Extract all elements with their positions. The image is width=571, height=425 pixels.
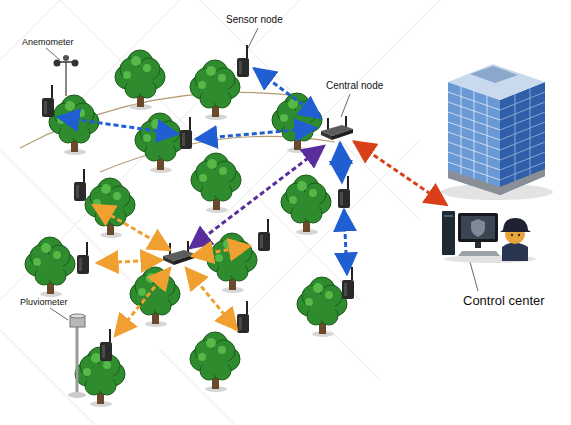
shield-icon [471, 219, 485, 237]
central-node: Central node [320, 118, 354, 142]
node-label: Central node [326, 80, 383, 91]
tree [207, 233, 257, 293]
building-roof [448, 64, 545, 100]
callout-label: Anemometer [22, 37, 74, 47]
sensor-device [100, 329, 112, 361]
dashed-arrow [196, 128, 316, 139]
pattern-line [0, 0, 420, 425]
router [163, 241, 195, 265]
leader-line [50, 308, 68, 320]
dashed-arrow [254, 68, 321, 118]
monitor-screen [461, 216, 495, 239]
gauge-rim [70, 314, 85, 318]
cup [54, 60, 61, 67]
pole [76, 326, 79, 394]
tree [190, 60, 240, 120]
tree [25, 237, 75, 297]
tree [297, 277, 347, 337]
sensor-device [180, 117, 192, 149]
office-building [441, 64, 553, 200]
dashed-arrow [58, 117, 178, 134]
window-line [515, 88, 530, 189]
tree [85, 178, 135, 238]
pattern-line [0, 0, 440, 320]
node-label: Sensor node [226, 14, 283, 25]
tree [135, 113, 185, 173]
sensor-device [42, 85, 54, 117]
sensor-device [237, 45, 249, 77]
drive-slot [444, 215, 453, 217]
sensor-device [342, 267, 354, 299]
monitor-stand [475, 242, 481, 248]
dashed-arrow [93, 205, 170, 250]
monitor [458, 213, 498, 242]
window-line [461, 86, 487, 191]
sensor-device [74, 169, 86, 201]
roof-block [470, 66, 518, 83]
sensor-device [77, 242, 89, 274]
router [321, 116, 353, 140]
leader-line [341, 94, 350, 117]
window-line [500, 92, 545, 180]
tree [281, 175, 331, 235]
sensor-device [237, 301, 249, 333]
workstation-art [440, 205, 538, 263]
tree [272, 93, 322, 153]
callout-label: Pluviometer [20, 297, 68, 307]
dashed-arrow [354, 142, 447, 205]
tree [130, 267, 180, 327]
leader-line [248, 28, 258, 48]
building-base [448, 169, 545, 195]
pluviometer-symbol [68, 314, 86, 398]
anemometer-symbol [54, 55, 79, 96]
cup [63, 55, 69, 61]
pole [65, 62, 67, 96]
pole-base [68, 392, 86, 398]
sensor-device [338, 176, 350, 208]
operator-eye [511, 234, 513, 236]
background-pattern [0, 0, 440, 425]
pc-tower [442, 211, 455, 255]
tree [191, 153, 241, 213]
tree [49, 95, 99, 155]
control-center: Control center [440, 205, 538, 263]
cup [72, 60, 79, 67]
keyboard [458, 251, 500, 256]
tree [190, 332, 240, 392]
tree [115, 50, 165, 110]
operator-body [502, 243, 528, 262]
dashed-arrow [344, 210, 347, 274]
leader-line [470, 262, 478, 291]
dashed-arrow [186, 268, 237, 330]
operator-eye [518, 234, 520, 236]
operator-helmet [500, 218, 531, 232]
sensor-node: Sensor node [234, 44, 254, 78]
sensor-device [258, 219, 270, 251]
node-label: Control center [463, 293, 545, 308]
dashed-arrow [190, 146, 324, 248]
leader-line [46, 48, 60, 60]
dashed-arrow [97, 260, 162, 263]
dashed-arrow [115, 268, 170, 336]
dashed-arrow [192, 246, 250, 256]
link-arrows [58, 117, 347, 336]
dashed-arrow [340, 143, 342, 182]
leader-lines [46, 28, 478, 320]
